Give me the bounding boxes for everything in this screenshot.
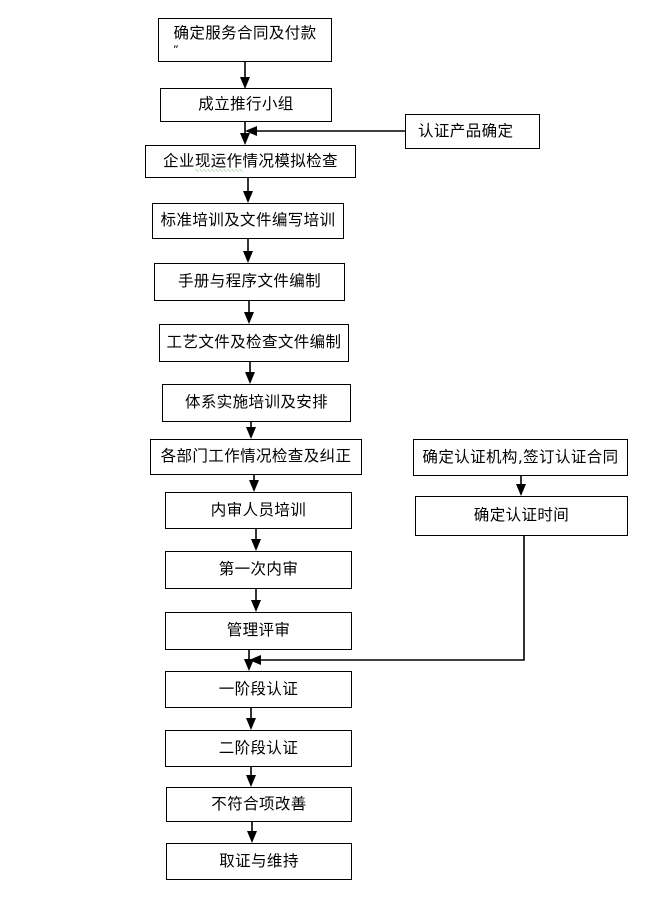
node-label: 各部门工作情况检查及纠正 <box>160 447 352 466</box>
node-label: 管理评审 <box>226 621 291 640</box>
node-internal-auditor-training[interactable]: 内审人员培训 <box>165 492 352 529</box>
node-label-suffix: 情况模拟检查 <box>242 151 338 170</box>
node-label: 确定认证机构,签订认证合同 <box>422 447 619 466</box>
node-label: 工艺文件及检查文件编制 <box>166 333 342 352</box>
node-process-inspection-doc[interactable]: 工艺文件及检查文件编制 <box>159 324 349 362</box>
node-first-internal-audit[interactable]: 第一次内审 <box>165 551 352 589</box>
node-label: 一阶段认证 <box>218 679 299 698</box>
node-stage-two-certification[interactable]: 二阶段认证 <box>165 730 352 767</box>
connector-management-review-to-stage-one <box>244 650 254 671</box>
node-confirm-certification-date[interactable]: 确定认证时间 <box>415 496 628 536</box>
node-label: 不符合项改善 <box>211 794 307 813</box>
node-label: 成立推行小组 <box>198 95 294 114</box>
connector-process-doc-to-system-training <box>245 362 255 384</box>
node-label: 内审人员培训 <box>210 500 307 519</box>
node-simulation-inspection[interactable]: 企业现运作情况模拟检查 <box>145 145 356 178</box>
node-label: 认证产品确定 <box>418 121 514 140</box>
node-label: 标准培训及文件编写培训 <box>160 211 336 230</box>
node-label: 第一次内审 <box>218 560 299 579</box>
node-label: 确定认证时间 <box>473 506 570 525</box>
connector-contract-to-team <box>240 62 250 89</box>
connector-first-audit-to-management-review <box>251 589 261 612</box>
node-sublabel: ˮ <box>173 42 179 56</box>
node-label: 手册与程序文件编制 <box>177 272 322 291</box>
connector-stage-two-to-nonconformance <box>246 767 256 787</box>
node-nonconformance-improvement[interactable]: 不符合项改善 <box>166 787 352 822</box>
node-manual-procedure-doc[interactable]: 手册与程序文件编制 <box>154 263 345 301</box>
node-label: 企业现运作情况模拟检查 <box>163 151 338 172</box>
node-system-implementation-training[interactable]: 体系实施培训及安排 <box>162 384 351 422</box>
connector-team-to-simulation <box>240 122 250 145</box>
node-label-prefix: 企业 <box>163 151 195 170</box>
connector-simulation-to-standard-training <box>243 178 253 203</box>
connector-dept-check-to-auditor-training <box>249 475 259 492</box>
node-obtain-maintain-certificate[interactable]: 取证与维持 <box>166 843 352 880</box>
node-department-check-correction[interactable]: 各部门工作情况检查及纠正 <box>150 439 362 475</box>
node-label: 取证与维持 <box>219 851 299 870</box>
node-certified-product-confirm[interactable]: 认证产品确定 <box>405 114 540 149</box>
node-management-review[interactable]: 管理评审 <box>165 612 352 650</box>
node-label-misspelled: 现运作 <box>194 151 243 172</box>
connector-standard-training-to-manual <box>243 239 253 263</box>
connector-cert-body-to-cert-time <box>516 476 526 496</box>
connector-auditor-training-to-first-audit <box>251 529 261 551</box>
node-label: 体系实施培训及安排 <box>184 393 329 412</box>
connector-manual-to-process-doc <box>244 301 254 324</box>
node-establish-team[interactable]: 成立推行小组 <box>160 88 332 122</box>
node-label: 二阶段认证 <box>218 738 299 757</box>
node-select-certification-body[interactable]: 确定认证机构,签订认证合同 <box>413 439 628 476</box>
node-standard-training[interactable]: 标准培训及文件编写培训 <box>152 203 344 239</box>
node-stage-one-certification[interactable]: 一阶段认证 <box>165 671 352 708</box>
connector-stage-one-to-stage-two <box>246 708 256 730</box>
node-label: 确定服务合同及付款 <box>173 24 317 43</box>
node-confirm-service-contract[interactable]: 确定服务合同及付款 ˮ <box>158 18 332 62</box>
connector-system-training-to-dept-check <box>246 422 256 439</box>
connector-product-to-simulation <box>245 126 405 136</box>
connector-nonconformance-to-certification <box>247 822 257 843</box>
